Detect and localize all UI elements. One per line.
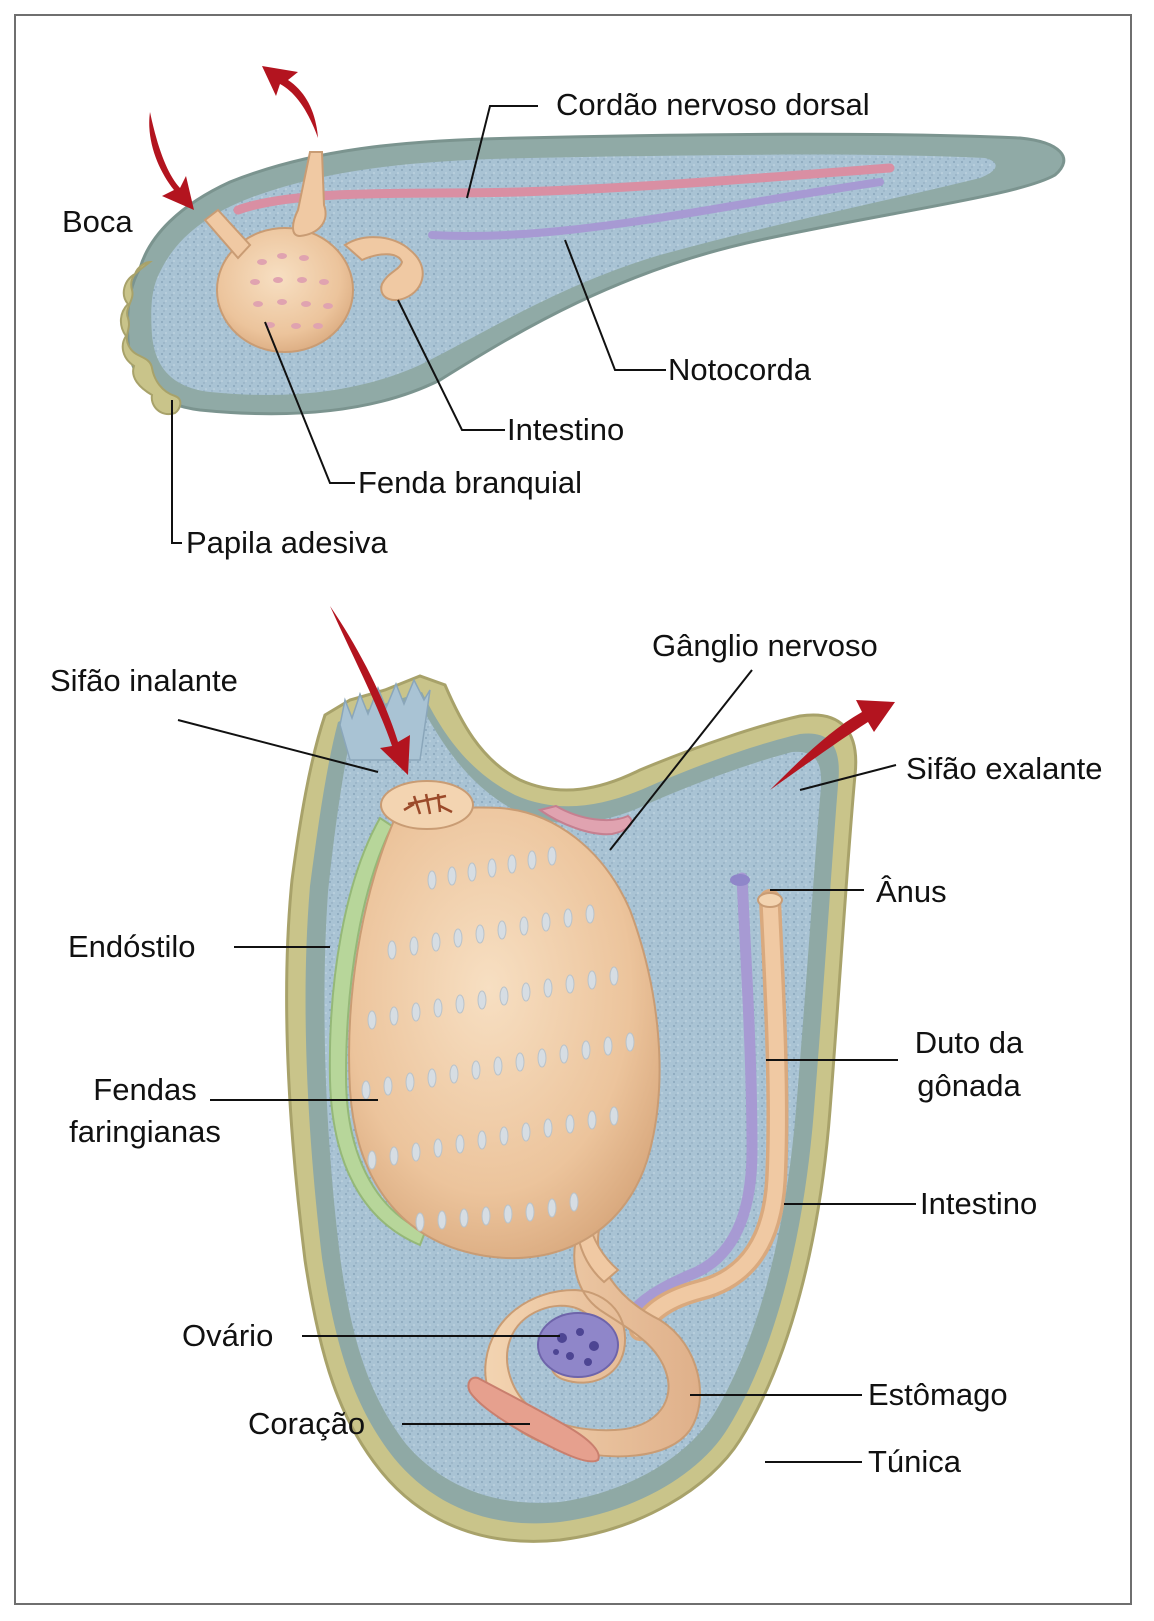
label-tunica: Túnica [868,1444,961,1480]
label-papila-adesiva: Papila adesiva [186,525,388,561]
label-ovario: Ovário [182,1318,273,1354]
label-sifao-inalante: Sifão inalante [50,663,238,699]
ovary [538,1313,618,1377]
label-duto-da-gonada-line2: gônada [900,1068,1038,1104]
label-sifao-exalante: Sifão exalante [906,751,1102,787]
anus-tip [730,874,750,886]
label-fendas-faringianas-line2: faringianas [50,1114,240,1150]
larva-outflow-arrow [262,66,318,138]
label-notocorda: Notocorda [668,352,811,388]
label-boca: Boca [62,204,133,240]
label-fendas-faringianas-line1: Fendas [50,1072,240,1108]
label-duto-da-gonada-line1: Duto da [900,1025,1038,1061]
label-endostilo: Endóstilo [68,929,196,965]
label-anus: Ânus [876,874,947,910]
label-intestino-larva: Intestino [507,412,624,448]
larva-inflow-arrow [149,112,194,210]
label-intestino-adulto: Intestino [920,1186,1037,1222]
label-coracao: Coração [248,1406,365,1442]
label-cordao-nervoso-dorsal: Cordão nervoso dorsal [556,87,870,123]
label-estomago: Estômago [868,1377,1008,1413]
intestine-end [758,893,782,907]
label-ganglio-nervoso: Gânglio nervoso [652,628,878,664]
label-fenda-branquial: Fenda branquial [358,465,582,501]
larva-group [121,66,1064,543]
adult-group [178,606,916,1541]
